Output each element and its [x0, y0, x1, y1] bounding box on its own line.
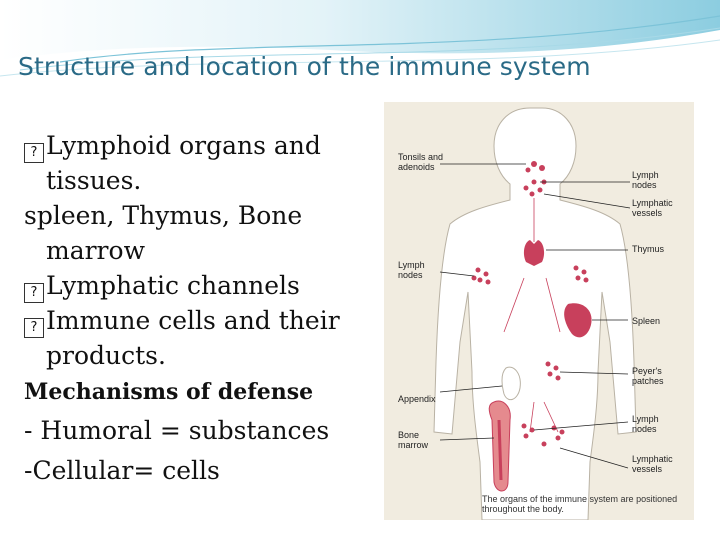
- label-peyers-patches: Peyer's patches: [632, 366, 664, 386]
- label-thymus: Thymus: [632, 244, 665, 254]
- label-lymphatic-vessels-lower: Lymphatic vessels: [632, 454, 673, 474]
- bullet-text: Immune cells and their: [46, 306, 340, 335]
- header-wave-decoration: [0, 0, 720, 77]
- bullet-glyph: ?: [24, 318, 44, 338]
- appendix-organ: [501, 366, 521, 401]
- bullet-text: Lymphoid organs and: [46, 131, 321, 160]
- body-line-continuation: marrow: [46, 236, 145, 265]
- figure-caption: The organs of the immune system are posi…: [482, 494, 678, 514]
- bullet-continuation: tissues.: [46, 166, 142, 195]
- label-tonsils-adenoids: Tonsils and adenoids: [398, 152, 444, 172]
- thymus-organ: [523, 240, 545, 266]
- mechanisms-heading: Mechanisms of defense: [24, 379, 314, 405]
- cellular-line: -Cellular= cells: [24, 456, 220, 485]
- slide-title: Structure and location of the immune sys…: [18, 52, 591, 81]
- body-illustration: [433, 107, 637, 520]
- label-lymph-nodes-arm: Lymph nodes: [398, 260, 425, 280]
- label-lymph-nodes-lower: Lymph nodes: [632, 414, 659, 434]
- immune-system-figure: Tonsils and adenoids Lymph nodes Lymphat…: [384, 102, 694, 520]
- bullet-item-lymphatic: ?Lymphatic channels: [24, 268, 384, 303]
- label-lymph-nodes-upper: Lymph nodes: [632, 170, 659, 190]
- bullet-continuation: products.: [46, 341, 166, 370]
- bullet-text: Lymphatic channels: [46, 271, 300, 300]
- label-appendix: Appendix: [398, 394, 436, 404]
- label-spleen: Spleen: [632, 316, 661, 326]
- label-lymphatic-vessels-upper: Lymphatic vessels: [632, 198, 673, 218]
- bullet-item-immune-cells: ?Immune cells and their: [24, 303, 384, 338]
- body-line: spleen, Thymus, Bone: [24, 201, 303, 230]
- slide-body: ?Lymphoid organs and tissues. spleen, Th…: [24, 128, 384, 489]
- humoral-line: - Humoral = substances: [24, 416, 330, 445]
- bullet-glyph: ?: [24, 143, 44, 163]
- bullet-glyph: ?: [24, 283, 44, 303]
- bullet-item-lymphoid: ?Lymphoid organs and: [24, 128, 384, 163]
- label-bone-marrow: Bone marrow: [398, 430, 429, 450]
- spleen-organ: [564, 303, 592, 338]
